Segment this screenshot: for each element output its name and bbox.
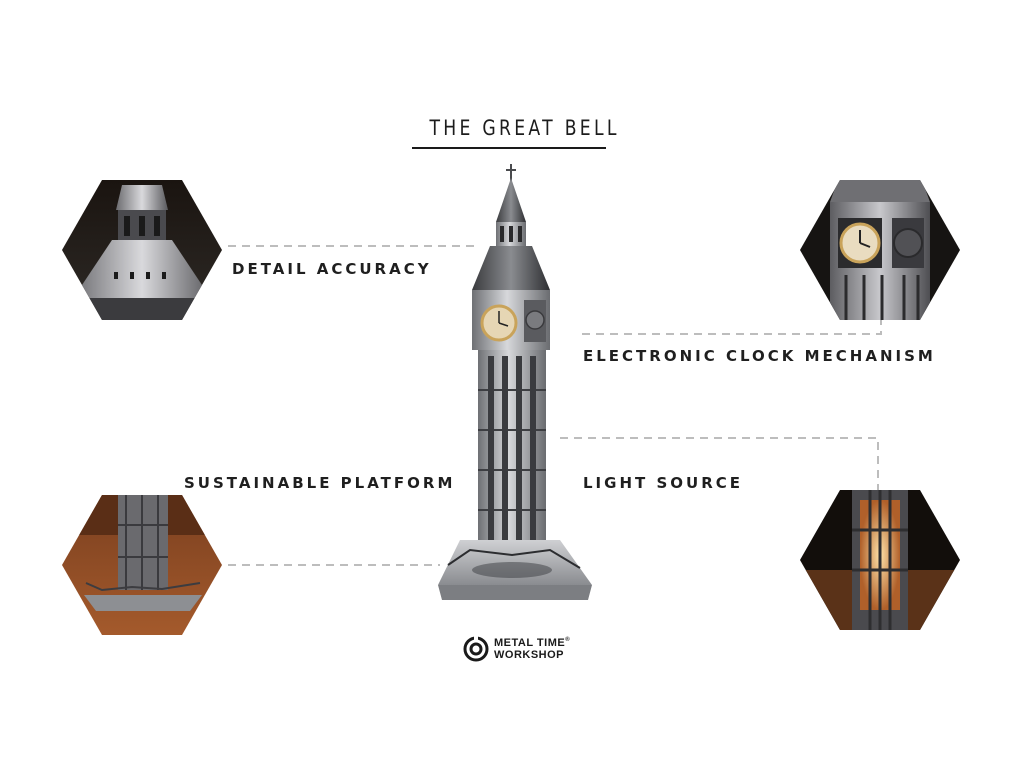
metal-time-logo-icon: [463, 636, 489, 662]
detail-accuracy-image: [62, 180, 222, 320]
feature-label-detail-accuracy: DETAIL ACCURACY: [232, 260, 432, 278]
feature-label-electronic-clock: ELECTRONIC CLOCK MECHANISM: [583, 347, 936, 365]
sustainable-platform-image: [62, 495, 222, 635]
page-title: THE GREAT BELL: [429, 116, 620, 140]
feature-label-light-source: LIGHT SOURCE: [583, 474, 743, 492]
brand-name-line1: METAL TIME®: [494, 637, 571, 649]
light-source-image: [800, 490, 960, 630]
brand-name-line2: WORKSHOP: [494, 649, 564, 661]
brand-logo: METAL TIME® WORKSHOP: [460, 633, 590, 667]
title-underline: [412, 147, 606, 149]
electronic-clock-image: [800, 180, 960, 320]
feature-label-sustainable-platform: SUSTAINABLE PLATFORM: [184, 474, 456, 492]
big-ben-model-image: [438, 164, 592, 600]
connector-light-source: [560, 437, 879, 490]
connector-electronic-clock: [582, 320, 882, 335]
title-block: THE GREAT BELL: [412, 116, 620, 149]
